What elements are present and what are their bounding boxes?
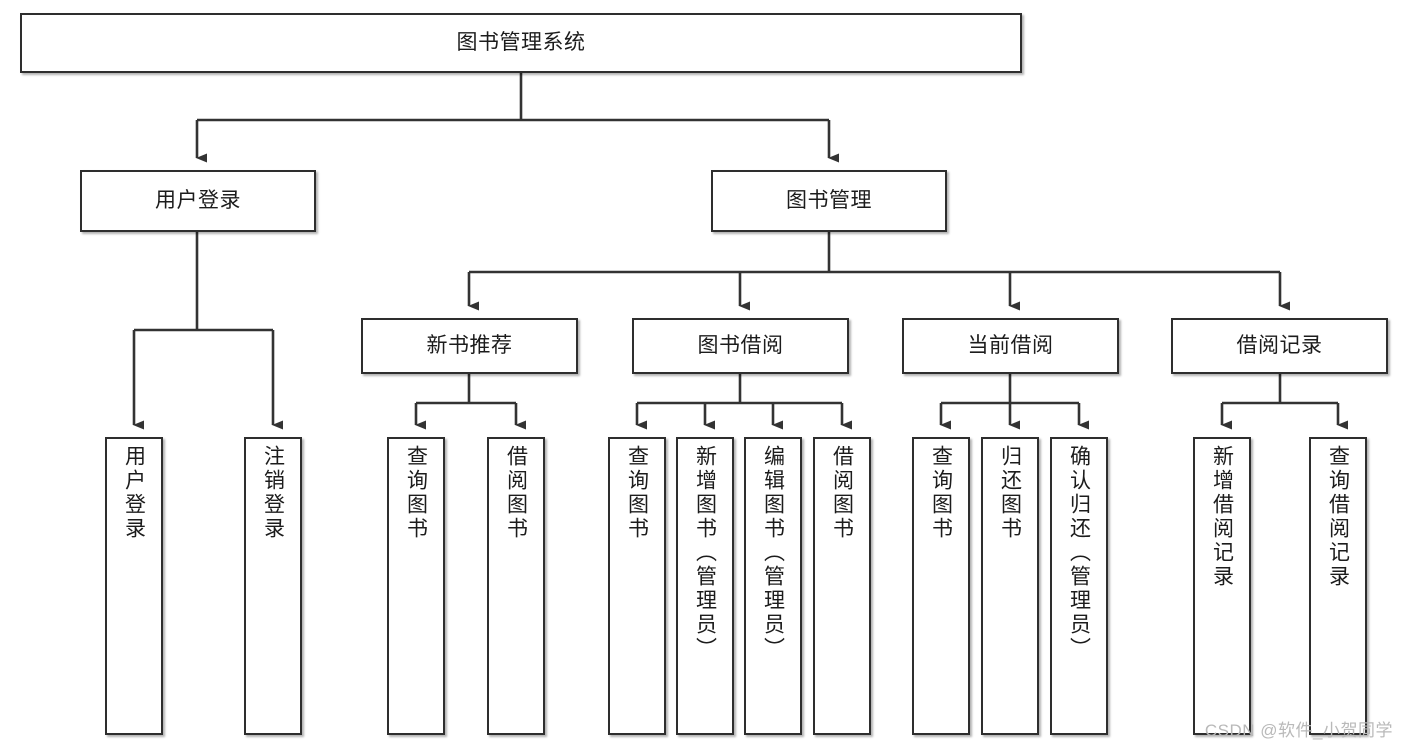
node-label: 编辑图书（管理员） bbox=[761, 445, 785, 661]
node-label: 查询图书 bbox=[929, 445, 953, 541]
leaf-current-borrow-confirm-return-admin[interactable]: 确认归还（管理员） bbox=[1050, 437, 1108, 735]
node-current-borrow[interactable]: 当前借阅 bbox=[902, 318, 1119, 374]
leaf-book-borrow-add-book-admin[interactable]: 新增图书（管理员） bbox=[676, 437, 734, 735]
node-label: 新增借阅记录 bbox=[1210, 445, 1234, 589]
node-label: 新增图书（管理员） bbox=[693, 445, 717, 661]
node-label: 用户登录 bbox=[122, 445, 146, 541]
node-label: 确认归还（管理员） bbox=[1067, 445, 1091, 661]
leaf-book-borrow-query-book[interactable]: 查询图书 bbox=[608, 437, 666, 735]
leaf-book-borrow-borrow-book[interactable]: 借阅图书 bbox=[813, 437, 871, 735]
node-label: 图书借阅 bbox=[697, 333, 784, 357]
leaf-book-borrow-edit-book-admin[interactable]: 编辑图书（管理员） bbox=[744, 437, 802, 735]
node-label: 借阅图书 bbox=[504, 445, 528, 541]
node-label: 新书推荐 bbox=[426, 333, 513, 357]
leaf-current-borrow-return-book[interactable]: 归还图书 bbox=[981, 437, 1039, 735]
node-label: 图书管理 bbox=[786, 188, 872, 212]
leaf-user-login-logout[interactable]: 注销登录 bbox=[244, 437, 302, 735]
node-user-login[interactable]: 用户登录 bbox=[80, 170, 316, 232]
node-label: 用户登录 bbox=[155, 188, 241, 212]
leaf-borrow-record-add-record[interactable]: 新增借阅记录 bbox=[1193, 437, 1251, 735]
leaf-new-book-borrow-book[interactable]: 借阅图书 bbox=[487, 437, 545, 735]
node-root-book-management-system[interactable]: 图书管理系统 bbox=[20, 13, 1022, 73]
node-book-borrow[interactable]: 图书借阅 bbox=[632, 318, 849, 374]
node-label: 图书管理系统 bbox=[456, 30, 586, 54]
node-label: 借阅图书 bbox=[830, 445, 854, 541]
node-label: 查询图书 bbox=[404, 445, 428, 541]
node-label: 查询图书 bbox=[625, 445, 649, 541]
node-label: 当前借阅 bbox=[967, 333, 1054, 357]
node-label: 查询借阅记录 bbox=[1326, 445, 1350, 589]
node-label: 注销登录 bbox=[261, 445, 285, 541]
node-label: 归还图书 bbox=[998, 445, 1022, 541]
node-new-book-recommend[interactable]: 新书推荐 bbox=[361, 318, 578, 374]
leaf-borrow-record-query-record[interactable]: 查询借阅记录 bbox=[1309, 437, 1367, 735]
leaf-current-borrow-query-book[interactable]: 查询图书 bbox=[912, 437, 970, 735]
leaf-new-book-query-book[interactable]: 查询图书 bbox=[387, 437, 445, 735]
node-book-management[interactable]: 图书管理 bbox=[711, 170, 947, 232]
node-borrow-record[interactable]: 借阅记录 bbox=[1171, 318, 1388, 374]
leaf-user-login-login[interactable]: 用户登录 bbox=[105, 437, 163, 735]
node-label: 借阅记录 bbox=[1236, 333, 1323, 357]
